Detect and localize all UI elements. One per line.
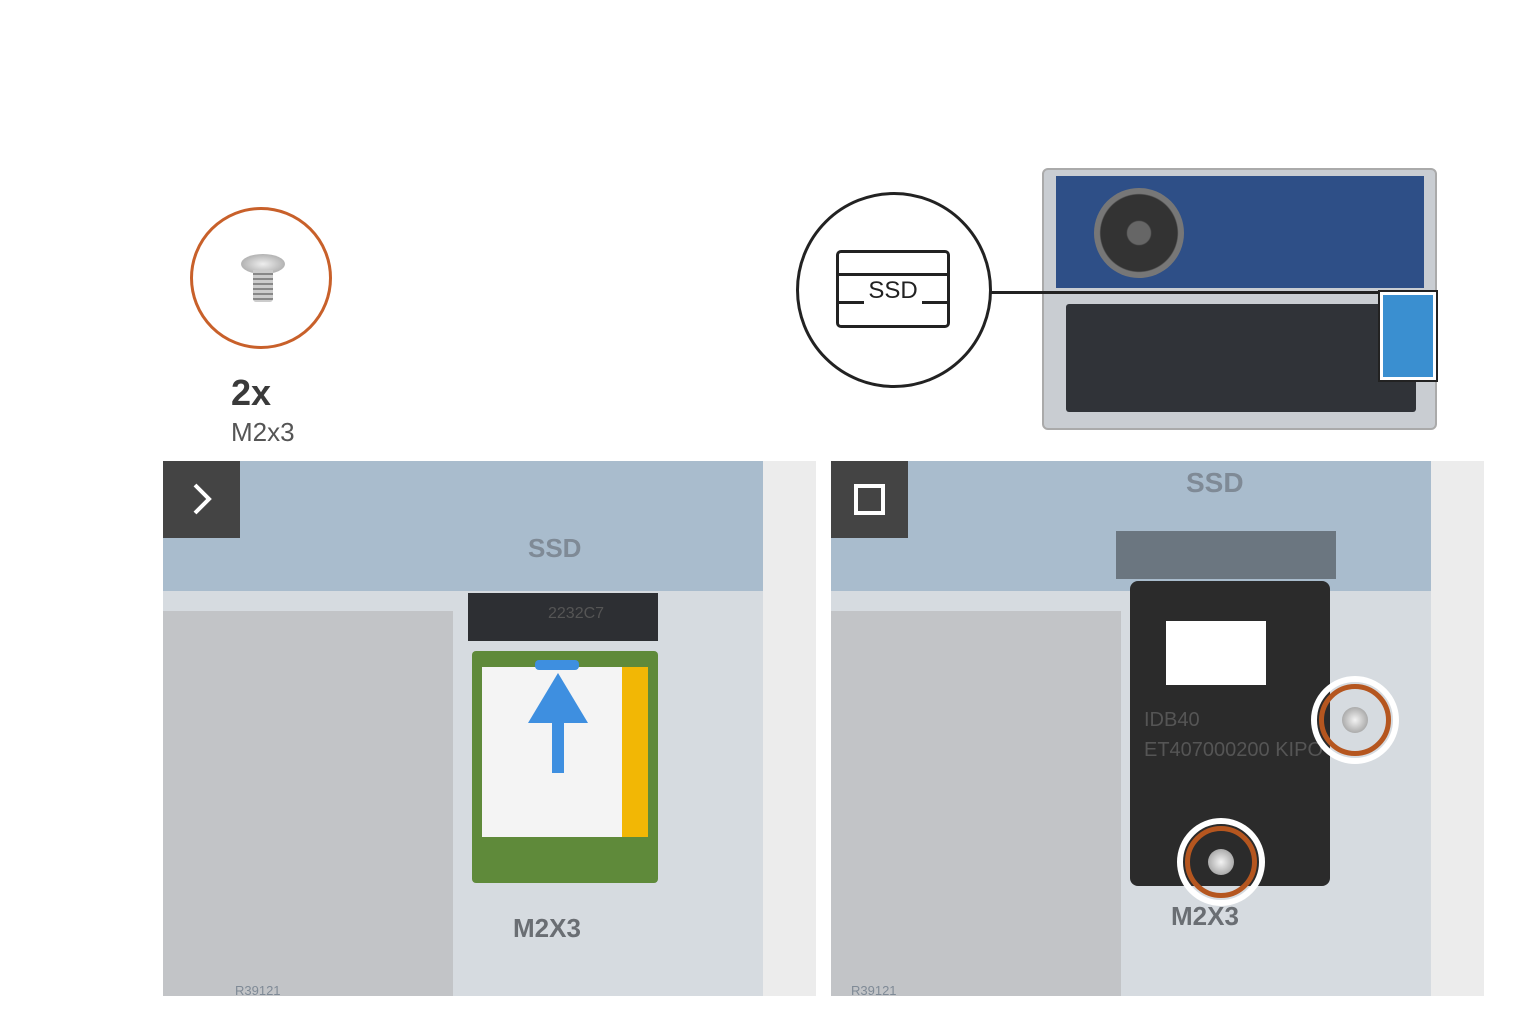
battery-area: [163, 611, 453, 996]
ssd-card: [472, 651, 658, 883]
step-2-panel: SSD IDB40 ET407000200 KIPO M2X3 R39121: [831, 461, 1484, 996]
screw-ring-2: [1177, 818, 1265, 906]
step-final-badge: [831, 461, 908, 538]
chassis-edge: [763, 461, 816, 996]
stop-square-icon: [854, 484, 885, 515]
screw-callout-ring: [190, 207, 332, 349]
regulatory-code: R39121: [235, 983, 281, 996]
screw-icon: [1342, 707, 1368, 733]
chassis-edge: [1431, 461, 1484, 996]
screw-icon: [1208, 849, 1234, 875]
step-next-badge: [163, 461, 240, 538]
battery-area: [831, 611, 1121, 996]
shield-label: [1166, 621, 1266, 685]
screw-type: M2x3: [231, 417, 295, 447]
chevron-right-icon: [193, 483, 212, 515]
screw-mark-label: M2X3: [513, 913, 581, 943]
slide-arrow-stop: [535, 660, 579, 670]
arrow-up-icon: [528, 673, 588, 723]
laptop-overview-image: [1042, 168, 1437, 430]
battery: [1066, 304, 1416, 412]
shield-text: IDB40 ET407000200 KIPO: [1144, 709, 1324, 761]
board-label: SSD: [528, 533, 582, 563]
m2-connector: [1116, 531, 1336, 579]
m2-connector: 2232C7: [468, 593, 658, 641]
screw-thread: [253, 270, 273, 302]
screw-icon: [241, 254, 285, 274]
board-label: SSD: [1186, 467, 1244, 498]
screw-mark-label: M2X3: [1171, 901, 1239, 931]
ssd-icon: SSD: [836, 250, 950, 328]
motherboard-area: [163, 461, 816, 591]
ssd-location-highlight: [1378, 290, 1438, 382]
callout-line: [990, 291, 1384, 294]
screw-ring-1: [1311, 676, 1399, 764]
fan: [1094, 188, 1184, 278]
step-1-panel: SSD 2232C7 M2X3 R39121: [163, 461, 816, 996]
arrow-shaft: [552, 721, 564, 773]
ssd-callout-circle: [796, 192, 992, 388]
connector-label: 2232C7: [548, 605, 605, 622]
regulatory-code: R39121: [851, 983, 897, 996]
ssd-icon-label: SSD: [864, 277, 922, 304]
screw-quantity: 2x: [231, 372, 272, 413]
